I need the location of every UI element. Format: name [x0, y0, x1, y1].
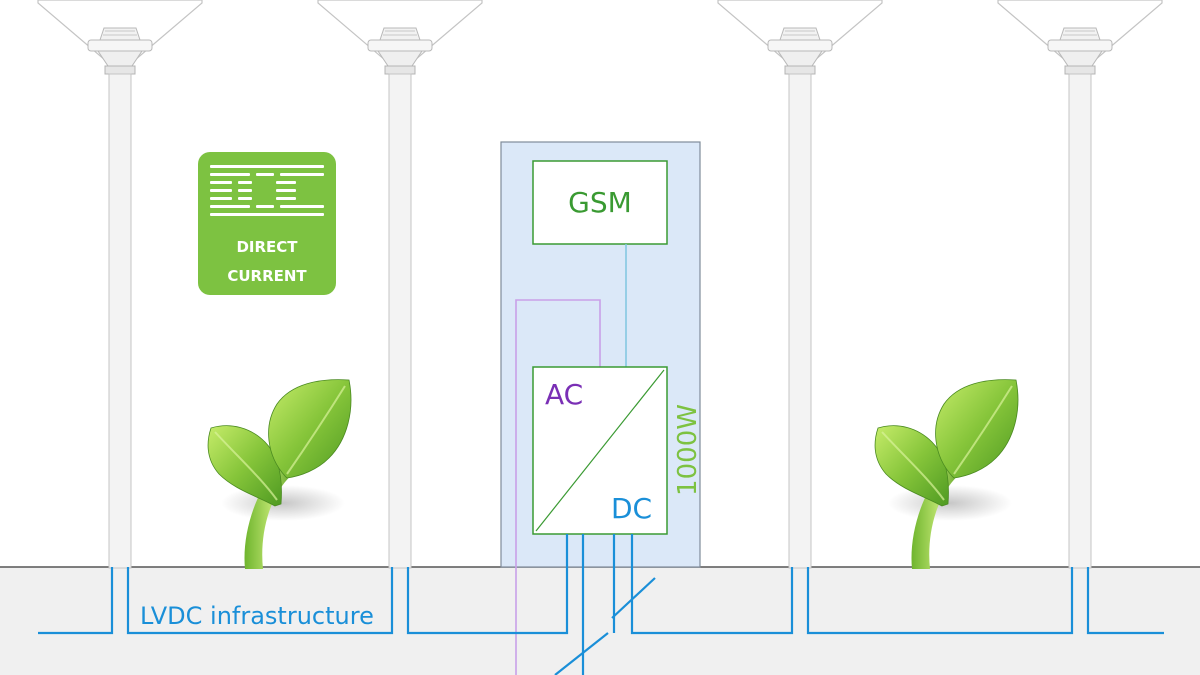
plant-icon	[207, 378, 352, 570]
plant-icon	[874, 378, 1019, 570]
dc-logo-icon	[210, 165, 324, 216]
gsm-module	[532, 160, 668, 245]
infrastructure-label: LVDC infrastructure	[140, 602, 374, 630]
badge-line-1: DIRECT	[236, 238, 298, 256]
street-lamp-icon	[317, 0, 483, 569]
direct-current-badge: DIRECT CURRENT	[198, 152, 336, 295]
gsm-label: GSM	[568, 186, 632, 219]
lvdc-cable-network	[38, 534, 1164, 675]
street-lamp-icon	[997, 0, 1163, 569]
street-lamp-icon	[717, 0, 883, 569]
ground	[0, 567, 1200, 675]
power-label: 1000W	[673, 404, 703, 496]
street-lamp-icon	[37, 0, 203, 569]
converter-ac-label: AC	[545, 378, 583, 411]
ac-supply-line	[515, 299, 601, 675]
converter-diagonal	[535, 369, 665, 532]
converter-dc-label: DC	[611, 492, 652, 525]
badge-line-2: CURRENT	[227, 267, 307, 285]
